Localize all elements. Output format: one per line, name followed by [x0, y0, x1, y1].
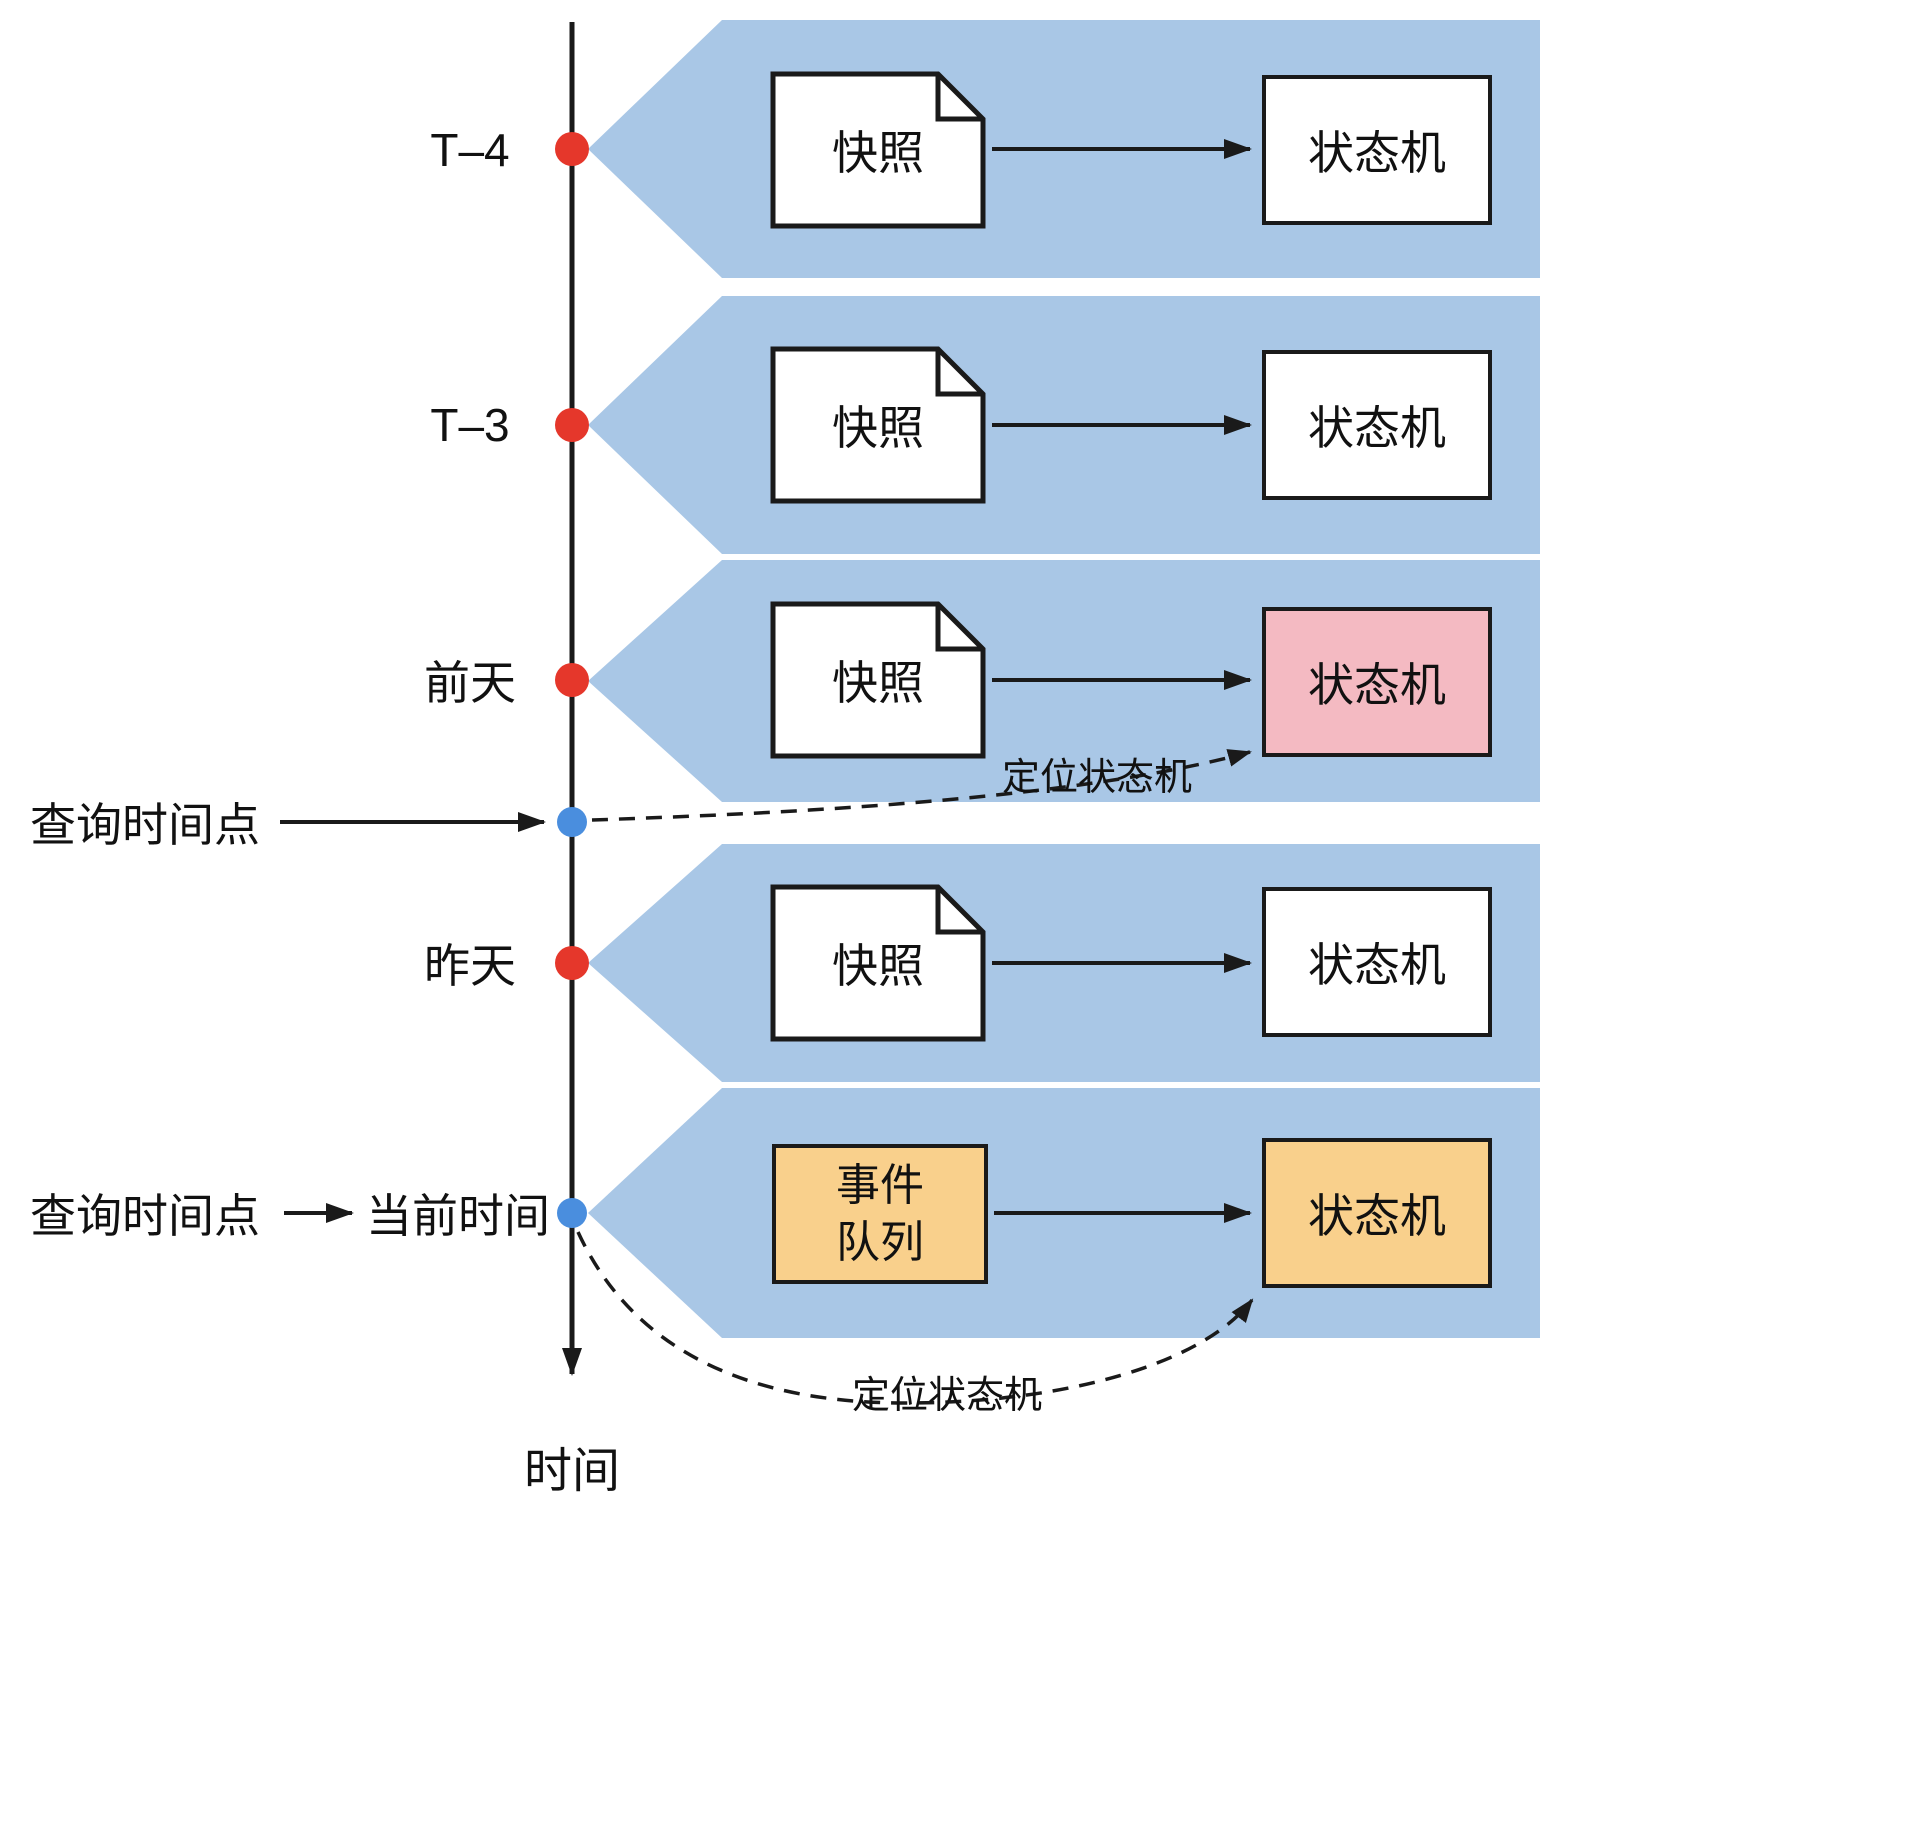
snapshot-doc-row-4: 快照 [770, 884, 986, 1042]
query-dot-1 [557, 807, 587, 837]
document-icon [770, 601, 986, 759]
label-current-time: 当前时间 [366, 1190, 550, 1242]
snapshot-label: 快照 [832, 402, 924, 454]
document-icon [770, 346, 986, 504]
snapshot-label: 快照 [832, 657, 924, 709]
snapshot-label: 快照 [832, 127, 924, 179]
snapshot-doc-row-2: 快照 [770, 346, 986, 504]
time-dot-yesterday [555, 946, 589, 980]
label-t3: T–3 [430, 399, 510, 451]
time-dot-t4 [555, 132, 589, 166]
label-yesterday: 昨天 [424, 940, 516, 992]
label-time-axis: 时间 [523, 1445, 620, 1498]
state-machine-row-3-highlighted: 状态机 [1262, 607, 1492, 757]
label-query-point-2: 查询时间点 [30, 1190, 260, 1242]
label-day-before-yesterday: 前天 [424, 657, 516, 709]
annotation-locate-state-machine-1: 定位状态机 [1002, 757, 1193, 799]
label-t4: T–4 [430, 124, 510, 176]
query-dot-now [557, 1198, 587, 1228]
time-dot-day-before [555, 663, 589, 697]
label-query-point-1: 查询时间点 [30, 799, 260, 851]
locate-curve-1 [591, 749, 1252, 822]
document-icon [770, 71, 986, 229]
snapshot-label: 快照 [832, 940, 924, 992]
state-machine-row-2: 状态机 [1262, 350, 1492, 500]
time-dot-t3 [555, 408, 589, 442]
event-queue-box: 事件 队列 [772, 1144, 988, 1284]
state-machine-row-4: 状态机 [1262, 887, 1492, 1037]
snapshot-doc-row-3: 快照 [770, 601, 986, 759]
locate-curve-2 [576, 1231, 1254, 1405]
state-machine-row-1: 状态机 [1262, 75, 1492, 225]
state-machine-row-5-highlighted: 状态机 [1262, 1138, 1492, 1288]
annotation-locate-state-machine-2: 定位状态机 [852, 1375, 1043, 1417]
snapshot-doc-row-1: 快照 [770, 71, 986, 229]
document-icon [770, 884, 986, 1042]
